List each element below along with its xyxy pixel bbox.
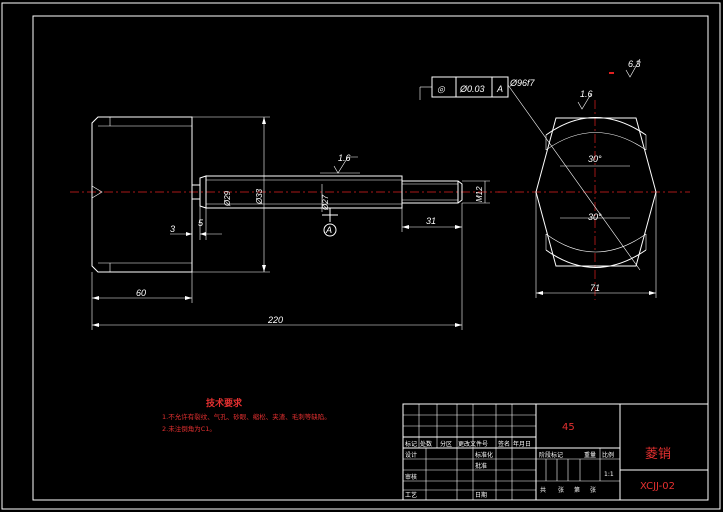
tb-drawing-number: XCJJ-02 (640, 481, 675, 492)
tb-approve-label: 批准 (475, 462, 487, 470)
tb-header-count: 处数 (420, 440, 432, 448)
dim-thread-m12: M12 (475, 186, 484, 202)
tb-header-change-doc: 更改文件号 (458, 440, 488, 448)
tb-standardize-label: 标准化 (475, 451, 493, 459)
dim-groove: 3 (170, 224, 175, 234)
tolerance-frame (419, 76, 509, 100)
dim-angle-top: 30° (588, 154, 602, 164)
dim-large-section: 60 (136, 288, 146, 298)
tech-req-line-1: 1.不允许有裂纹、气孔、砂眼、缩松、夹渣、毛刺等缺陷。 (162, 412, 331, 421)
finish-shaft-value: 1.6 (338, 153, 351, 163)
tolerance-symbol: ◎ (437, 84, 446, 94)
inner-border (32, 15, 709, 501)
tb-header-sign: 签名 (498, 440, 510, 448)
surface-finish-symbol-shaft (320, 156, 360, 174)
dim-diameter-27: Ø27 (321, 194, 330, 211)
tb-stage-label: 阶段标记 (539, 451, 563, 459)
dim-bore: Ø96f7 (509, 78, 536, 88)
tb-material: 45 (562, 422, 575, 433)
tb-sheet-unit-2: 张 (590, 486, 596, 494)
dim-width: 71 (590, 283, 600, 293)
tb-scale-value: 1:1 (604, 471, 614, 478)
tb-header-date: 年月日 (513, 440, 531, 448)
tb-header-mark: 标记 (405, 440, 417, 448)
tb-sheet-total: 共 (540, 486, 546, 494)
dim-shoulder: 5 (198, 218, 204, 228)
surface-finish-symbol-corner (625, 58, 641, 78)
tolerance-datum: A (496, 84, 503, 94)
title-block (402, 403, 709, 501)
dim-right-step: 31 (426, 216, 436, 226)
tb-date-label: 日期 (475, 491, 487, 499)
dim-angle-bottom: 30° (588, 212, 602, 222)
corner-red-mark (609, 72, 614, 74)
section-view (507, 84, 657, 298)
tb-design-label: 设计 (405, 451, 417, 459)
dim-overall-length: 220 (267, 315, 283, 325)
shaft-dimensions (91, 116, 490, 330)
tb-process-label: 工艺 (405, 491, 417, 499)
tb-review-label: 审核 (405, 473, 417, 481)
tb-sheet-no: 第 (574, 486, 580, 494)
tech-req-title: 技术要求 (206, 397, 243, 409)
finish-top-value: 1.6 (580, 89, 593, 99)
tb-part-name: 菱销 (645, 447, 671, 462)
dim-diameter-29: Ø29 (223, 190, 232, 207)
tb-sheet-unit-1: 张 (558, 486, 564, 494)
tolerance-value: Ø0.03 (459, 84, 485, 94)
finish-corner-value: 6.3 (628, 59, 641, 69)
tb-header-zone: 分区 (440, 440, 452, 448)
dim-diameter-33: Ø33 (255, 188, 264, 205)
tb-scale-label: 比例 (602, 451, 614, 459)
tb-weight-label: 重量 (584, 451, 596, 459)
shaft-outline (91, 116, 463, 273)
surface-finish-symbol-top (577, 93, 592, 110)
tech-req-line-2: 2.未注倒角为C1。 (162, 424, 216, 433)
datum-label: A (325, 225, 332, 235)
